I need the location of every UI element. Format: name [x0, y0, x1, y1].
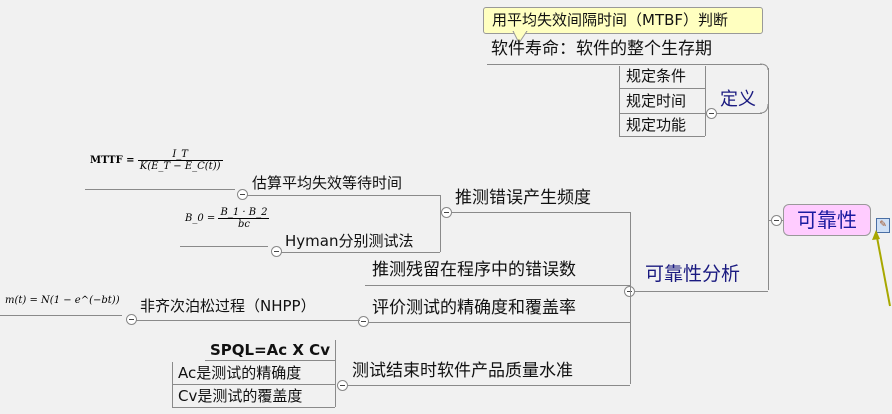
node-spql[interactable]: SPQL=Ac X Cv — [210, 341, 330, 359]
node-eval[interactable]: 评价测试的精确度和覆盖率 — [372, 298, 576, 318]
node-lifetime[interactable]: 软件寿命：软件的整个生存期 — [491, 39, 712, 59]
collapse-toggle[interactable] — [624, 286, 635, 297]
node-freq[interactable]: 推测错误产生频度 — [455, 188, 591, 208]
callout-note — [483, 7, 763, 34]
node-nhpp[interactable]: 非齐次泊松过程（NHPP） — [140, 297, 316, 315]
callout-tail — [512, 31, 528, 44]
relationship-arrow — [872, 230, 891, 307]
collapse-toggle[interactable] — [337, 380, 348, 391]
callout-text: 用平均失效间隔时间（MTBF）判断 — [492, 11, 729, 29]
node-mttf[interactable]: 估算平均失效等待时间 — [252, 174, 403, 192]
node-hyman[interactable]: Hyman分别测试法 — [285, 232, 414, 250]
node-definition[interactable]: 定义 — [720, 89, 756, 110]
node-condition[interactable]: 规定条件 — [626, 67, 687, 85]
root-node[interactable]: 可靠性 — [783, 204, 871, 236]
collapse-toggle[interactable] — [237, 189, 248, 200]
collapse-toggle[interactable] — [271, 246, 282, 257]
node-residual[interactable]: 推测残留在程序中的错误数 — [372, 260, 576, 280]
collapse-toggle[interactable] — [441, 207, 452, 218]
collapse-toggle[interactable] — [358, 316, 369, 327]
node-function[interactable]: 规定功能 — [626, 116, 687, 134]
collapse-toggle[interactable] — [706, 108, 717, 119]
node-quality[interactable]: 测试结束时软件产品质量水准 — [352, 361, 573, 381]
collapse-toggle[interactable] — [126, 314, 137, 325]
node-cv[interactable]: Cv是测试的覆盖度 — [178, 387, 303, 405]
node-time[interactable]: 规定时间 — [626, 92, 687, 110]
node-analysis[interactable]: 可靠性分析 — [645, 263, 741, 285]
note-icon[interactable]: ✎ — [876, 218, 890, 233]
node-ac[interactable]: Ac是测试的精确度 — [178, 364, 302, 382]
formula-nhpp: m(t) = N(1 − e^(−bt)) — [5, 295, 120, 306]
collapse-toggle[interactable] — [771, 215, 782, 226]
